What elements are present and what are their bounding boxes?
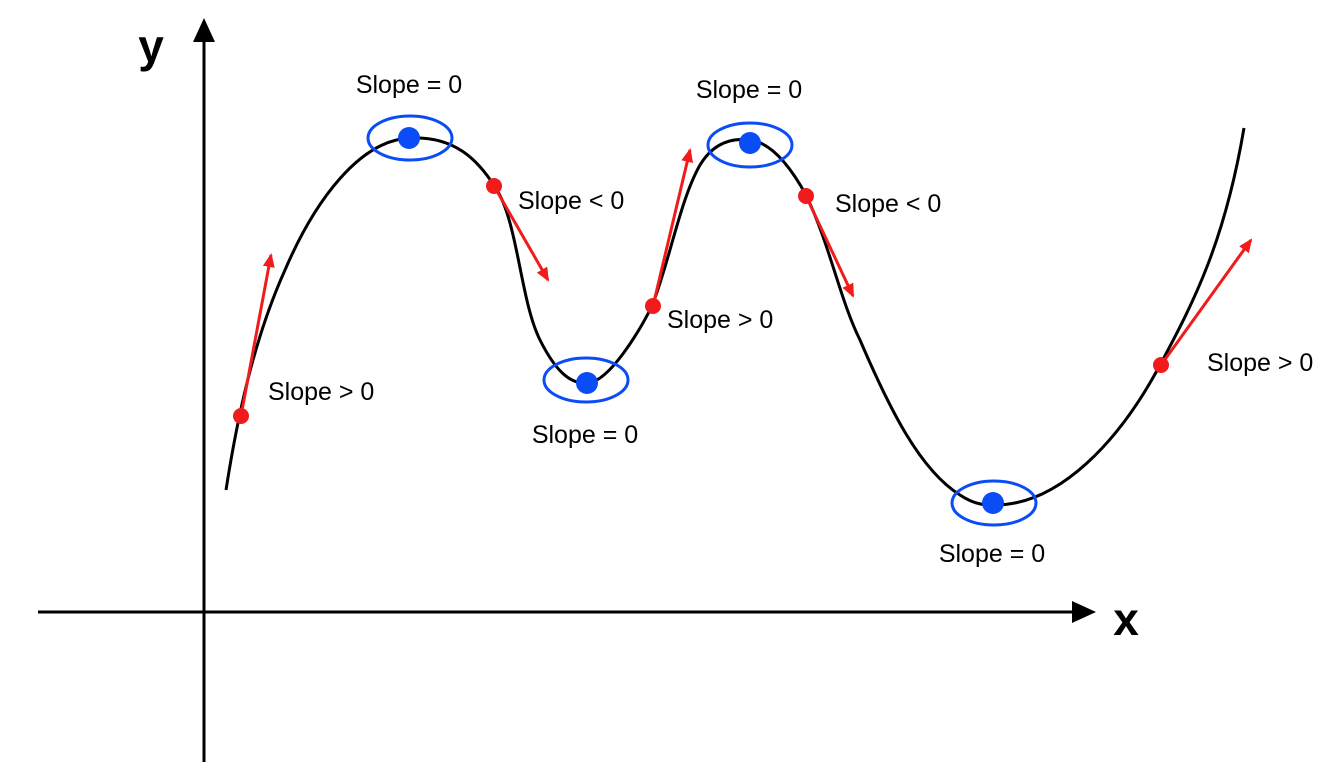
highlight-ring	[366, 114, 454, 162]
y-axis-arrowhead	[193, 18, 215, 42]
highlight-ring	[706, 121, 794, 169]
tangent-negative-2: Slope < 0	[798, 188, 941, 298]
slope-positive-label: Slope > 0	[1207, 349, 1313, 377]
minimum-point-2: Slope = 0	[939, 479, 1045, 568]
tangent-arrows: Slope > 0 Slope < 0 Slope > 0 Slope < 0 …	[233, 148, 1313, 424]
tangent-arrow	[492, 185, 550, 282]
tangent-point	[486, 178, 502, 194]
extremum-dot	[982, 492, 1004, 514]
axes: x y	[38, 18, 1139, 762]
tangent-arrow	[239, 253, 275, 417]
tangent-point	[233, 408, 249, 424]
slope-zero-label: Slope = 0	[939, 540, 1045, 568]
slope-zero-label: Slope = 0	[696, 76, 802, 104]
highlight-ring	[950, 479, 1038, 527]
extremum-dot	[398, 127, 420, 149]
stationary-points: Slope = 0 Slope = 0 Slope = 0 Slope = 0	[356, 71, 1045, 568]
tangent-positive-3: Slope > 0	[1153, 238, 1313, 377]
tangent-arrow	[804, 195, 855, 298]
extremum-dot	[739, 132, 761, 154]
highlight-ring	[542, 356, 630, 404]
tangent-positive-1: Slope > 0	[233, 253, 374, 424]
tangent-arrow	[651, 148, 694, 307]
maximum-point-1: Slope = 0	[356, 71, 462, 162]
slope-positive-label: Slope > 0	[268, 378, 374, 406]
tangent-point	[645, 298, 661, 314]
tangent-arrow	[1159, 238, 1253, 366]
tangent-positive-2: Slope > 0	[645, 148, 773, 334]
slope-negative-label: Slope < 0	[518, 187, 624, 215]
slope-negative-label: Slope < 0	[835, 190, 941, 218]
minimum-point-1: Slope = 0	[532, 356, 638, 449]
extremum-dot	[576, 372, 598, 394]
tangent-negative-1: Slope < 0	[486, 178, 624, 282]
slope-zero-label: Slope = 0	[356, 71, 462, 99]
slope-zero-label: Slope = 0	[532, 421, 638, 449]
tangent-point	[1153, 357, 1169, 373]
x-axis-label: x	[1113, 593, 1139, 645]
x-axis-arrowhead	[1072, 601, 1096, 623]
maximum-point-2: Slope = 0	[696, 76, 802, 169]
tangent-point	[798, 188, 814, 204]
y-axis-label: y	[138, 20, 164, 72]
slope-positive-label: Slope > 0	[667, 306, 773, 334]
